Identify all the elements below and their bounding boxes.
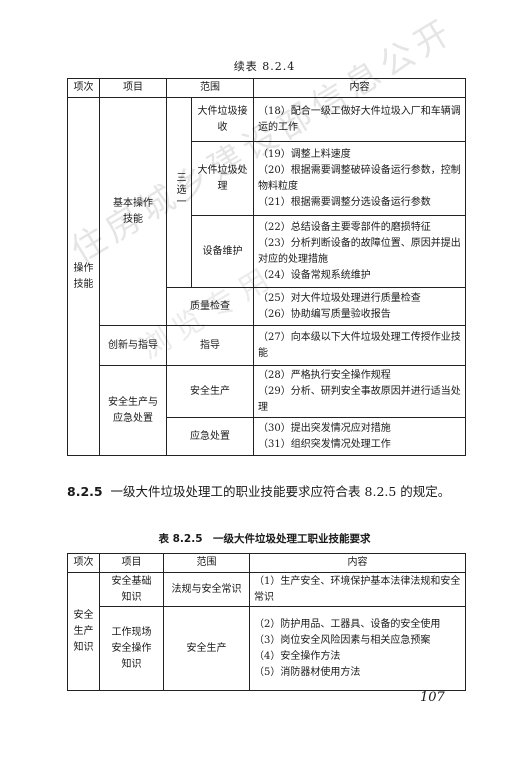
range-cell: 安全生产 xyxy=(166,365,254,418)
clause-paragraph: 8.2.5 一级大件垃圾处理工的职业技能要求应符合表 8.2.5 的规定。 xyxy=(67,481,467,503)
table-caption-continued: 续表 8.2.4 xyxy=(233,60,296,73)
content-cell: （25）对大件垃圾处理进行质量检查 （26）协助编写质量验收报告 xyxy=(253,287,466,326)
table-caption: 表 8.2.5 一级大件垃圾处理工职业技能要求 xyxy=(158,533,371,545)
item-cell: 安全基础知识 xyxy=(99,572,164,607)
clause-text: 一级大件垃圾处理工的职业技能要求应符合表 8.2.5 的规定。 xyxy=(110,484,451,499)
content-cell: （1）生产安全、环境保护基本法律法规和安全常识 xyxy=(249,572,466,607)
clause-number: 8.2.5 xyxy=(67,484,103,499)
row-group-operation: 操作技能 xyxy=(67,97,100,456)
range-cell: 设备维护 xyxy=(191,215,254,288)
table-row: 安全生产与应急处置 安全生产 （28）严格执行安全操作规程 （29）分析、研判安… xyxy=(68,365,466,456)
header-cell: 项目 xyxy=(99,553,164,573)
range-cell: 大件垃圾接收 xyxy=(191,97,254,142)
header-cell: 项目 xyxy=(99,78,167,98)
table-header-row: 项次 项目 范围 内容 xyxy=(67,553,466,573)
page-number: 107 xyxy=(420,690,445,705)
row-group-safety-knowledge: 安全生产知识 xyxy=(67,572,100,691)
content-cell: （22）总结设备主要零部件的磨损特征 （23）分析判断设备的故障位置、原因并提出… xyxy=(253,215,466,288)
header-cell: 内容 xyxy=(249,553,466,573)
range-cell: 大件垃圾处理 xyxy=(191,141,254,216)
range-cell: 指导 xyxy=(166,325,254,366)
table-row: 创新与指导 指导 （27）向本级以下大件垃圾处理工传授作业技能 xyxy=(68,325,466,366)
table-row: 设备维护 （22）总结设备主要零部件的磨损特征 （23）分析判断设备的故障位置、… xyxy=(68,215,466,288)
table-row: 大件垃圾处理 （19）调整上料速度 （20）根据需要调整破碎设备运行参数，控制物… xyxy=(68,141,466,216)
item-cell: 工作现场安全操作知识 xyxy=(99,606,164,691)
range-cell: 质量检查 xyxy=(166,287,254,326)
content-cell: （28）严格执行安全操作规程 （29）分析、研判安全事故原因并进行适当处理 xyxy=(253,365,466,418)
table-row: 操作技能 基本操作技能 三选一 大件垃圾接收 （18）配合一级工做好大件垃圾入厂… xyxy=(67,97,466,456)
header-cell: 范围 xyxy=(163,553,250,573)
item-innovation: 创新与指导 xyxy=(99,325,167,366)
header-cell: 范围 xyxy=(166,78,254,98)
table-row: 安全生产知识 安全基础知识 法规与安全常识 （1）生产安全、环境保护基本法律法规… xyxy=(67,572,466,691)
content-cell: （30）提出突发情况应对措施 （31）组织突发情况处理工作 xyxy=(253,417,466,456)
table-row: 质量检查 （25）对大件垃圾处理进行质量检查 （26）协助编写质量验收报告 xyxy=(68,287,466,326)
content-cell: （27）向本级以下大件垃圾处理工传授作业技能 xyxy=(253,325,466,366)
range-cell: 法规与安全常识 xyxy=(163,572,250,607)
table-header-row: 项次 项目 范围 内容 xyxy=(67,78,466,98)
content-cell: （19）调整上料速度 （20）根据需要调整破碎设备运行参数，控制物料粒度 （21… xyxy=(253,141,466,216)
range-cell: 安全生产 xyxy=(163,606,250,691)
content-cell: （2）防护用品、工器具、设备的安全使用 （3）岗位安全风险因素与相关应急预案 （… xyxy=(249,606,466,691)
safety-knowledge-table: 项次 项目 范围 内容 安全生产知识 安全基础知识 法规与安全常识 （1）生产安… xyxy=(67,553,466,691)
table-row: 工作现场安全操作知识 安全生产 （2）防护用品、工器具、设备的安全使用 （3）岗… xyxy=(68,606,466,691)
header-cell: 项次 xyxy=(67,553,100,573)
header-cell: 内容 xyxy=(253,78,466,98)
table-row: 应急处置 （30）提出突发情况应对措施 （31）组织突发情况处理工作 xyxy=(68,417,466,456)
content-cell: （18）配合一级工做好大件垃圾入厂和车辆调运的工作 xyxy=(253,97,466,142)
skills-table-continued: 项次 项目 范围 内容 操作技能 基本操作技能 三选一 大件垃圾接收 （18）配… xyxy=(67,78,466,456)
item-basic-skills: 基本操作技能 xyxy=(99,97,167,326)
item-safety: 安全生产与应急处置 xyxy=(99,365,167,456)
header-cell: 项次 xyxy=(67,78,100,98)
range-cell: 应急处置 xyxy=(166,417,254,456)
choose-one: 三选一 xyxy=(166,97,192,288)
